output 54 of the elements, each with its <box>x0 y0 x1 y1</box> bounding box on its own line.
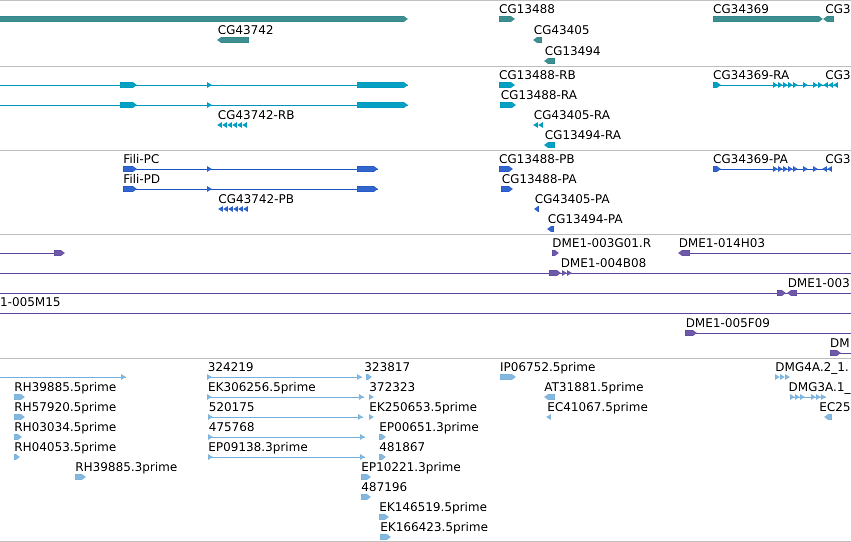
gene-label: CG13494-RA <box>544 128 621 142</box>
read-label: 475768 <box>208 420 254 434</box>
read-label: AT31881.5prime <box>544 380 644 394</box>
clone-label: DME1-014H03 <box>678 236 766 250</box>
gene-label: CG13488-RB <box>499 68 576 82</box>
read-label: 323817 <box>364 360 410 374</box>
gene-label: CG43742 <box>218 22 274 37</box>
clone-label: 1-005M15 <box>0 295 60 310</box>
read-label: RH03034.5prime <box>14 420 116 434</box>
gene-label: CG13488-PB <box>499 152 575 166</box>
read-label: EP09138.3prime <box>208 440 308 454</box>
read-label: RH39885.3prime <box>75 460 178 474</box>
read-label: DMG3A.1_ <box>788 380 850 394</box>
read-label: 324219 <box>208 360 254 374</box>
gene-label: CG43405 <box>534 22 590 37</box>
gene-label: CG13494 <box>544 44 601 58</box>
gene-label: CG34369-RA <box>713 68 790 82</box>
clone-label: DME1-003 <box>788 276 850 290</box>
read-label: RH04053.5prime <box>14 440 116 454</box>
read-label: EC25 <box>819 400 850 414</box>
read-label: DMG4A.2_1. <box>775 360 849 374</box>
gene-label: CG43742-RB <box>218 108 294 122</box>
read-label: IP06752.5prime <box>500 360 596 374</box>
gene-label: CG13488-RA <box>500 88 577 102</box>
read-label: 520175 <box>208 400 254 414</box>
read-label: 481867 <box>379 440 426 454</box>
gene-label: CG13488-PA <box>502 172 577 186</box>
gene-label: Fili-PC <box>123 152 160 166</box>
read-label: EK250653.5prime <box>369 400 477 414</box>
read-label: 372323 <box>369 380 416 394</box>
gene-label: CG13494-PA <box>548 212 623 226</box>
gene-label: CG3 <box>825 2 850 16</box>
gene-label: CG43405-RA <box>534 108 610 122</box>
gene-label: CG43742-PB <box>218 192 294 206</box>
gene-label: CG3 <box>825 152 850 166</box>
read-label: EC41067.5prime <box>547 400 648 414</box>
read-label: EP10221.3prime <box>361 460 461 474</box>
read-label: 487196 <box>361 480 408 494</box>
read-label: EK146519.5prime <box>379 500 487 514</box>
read-label: EK306256.5prime <box>208 380 316 394</box>
read-label: RH39885.5prime <box>14 380 116 394</box>
gene-label: CG13488 <box>499 2 555 16</box>
read-label: RH57920.5prime <box>14 400 116 414</box>
clone-label: DME1-004B08 <box>560 256 646 270</box>
gene-label: CG3 <box>825 68 850 82</box>
gene-label: CG43405-PA <box>534 192 610 206</box>
clone-label: DM <box>830 336 850 350</box>
gene-label: CG34369 <box>713 2 769 16</box>
read-label: EK166423.5prime <box>380 520 488 534</box>
clone-label: DME1-005F09 <box>686 316 770 330</box>
gene-label: CG34369-PA <box>713 152 788 166</box>
clone-label: DME1-003G01.R <box>552 236 652 250</box>
gene-label: Fili-PD <box>123 172 160 186</box>
read-label: EP00651.3prime <box>379 420 479 434</box>
